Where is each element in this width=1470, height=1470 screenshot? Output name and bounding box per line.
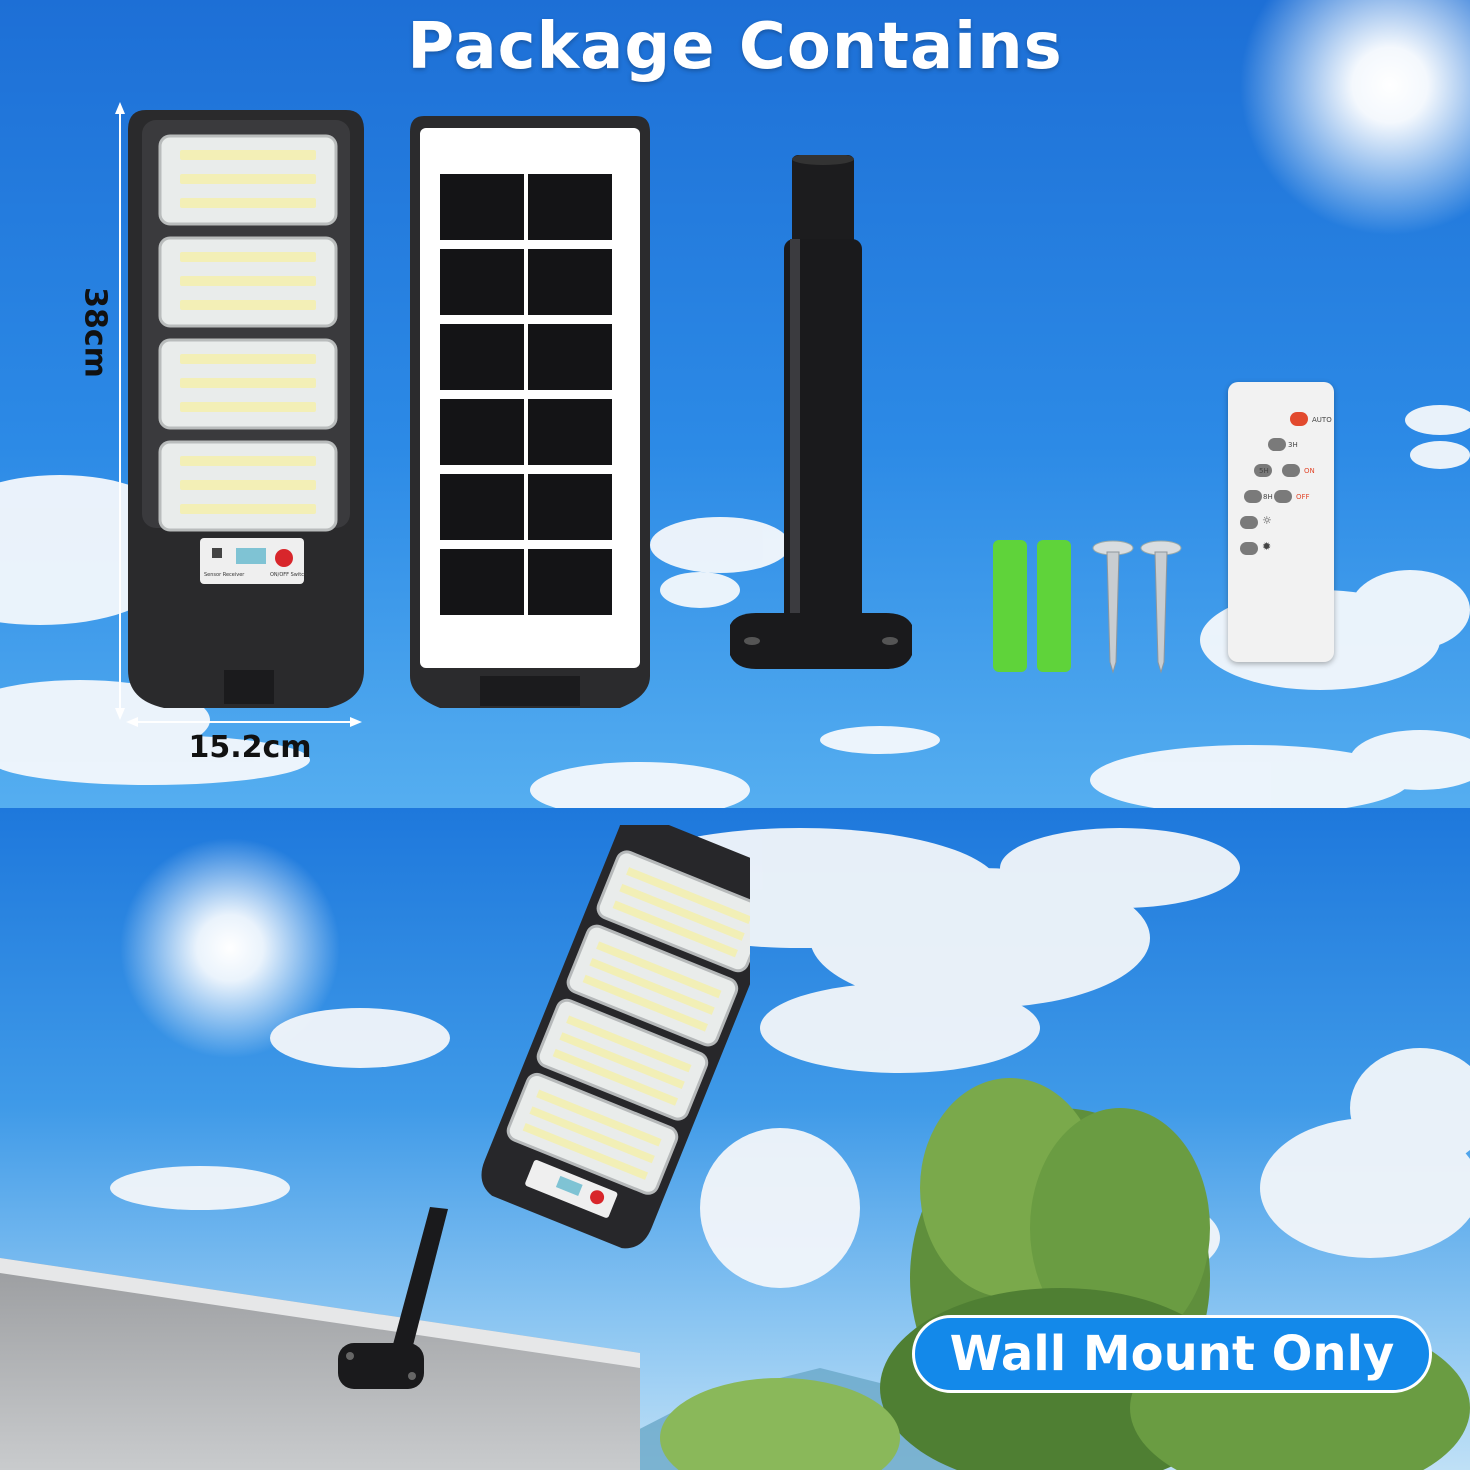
- clouds: [0, 405, 1470, 808]
- screw: [1140, 540, 1182, 674]
- brightness-down-button[interactable]: [1240, 542, 1258, 555]
- wall-bracket: [338, 1343, 424, 1389]
- sky-background: [0, 0, 1470, 808]
- sun: [1240, 0, 1470, 235]
- lamp-front-image: Sensor Receiver ON/OFF Switch: [128, 110, 364, 708]
- sun: [120, 838, 340, 1058]
- 5h-button[interactable]: [1254, 464, 1272, 477]
- mount-arm: [388, 1207, 448, 1365]
- auto-label: AUTO: [1312, 416, 1332, 424]
- display: [236, 548, 266, 564]
- wall-mount-only-badge: Wall Mount Only: [912, 1315, 1432, 1393]
- 5h-label: 5H: [1259, 467, 1269, 475]
- sun-icon: ☼: [1262, 514, 1272, 527]
- solar-cells: [440, 174, 612, 615]
- off-label: OFF: [1296, 493, 1310, 501]
- sensor-receiver: [212, 548, 222, 558]
- dimension-arrows: [115, 102, 362, 727]
- power-switch: [275, 549, 293, 567]
- sun-dim-icon: ✹: [1262, 540, 1272, 553]
- on-label: ON: [1304, 467, 1315, 475]
- 8h-button[interactable]: [1244, 490, 1262, 503]
- 3h-button[interactable]: [1268, 438, 1286, 451]
- mounting-pole-image: [730, 155, 912, 669]
- brightness-up-button[interactable]: [1240, 516, 1258, 529]
- wall-anchor: [1037, 540, 1071, 672]
- height-dimension-label: 38cm: [77, 287, 113, 378]
- anchors-and-screws-image: [993, 540, 1182, 674]
- wall-ledge-top: [0, 1258, 640, 1368]
- sensor-label: Sensor Receiver: [204, 572, 245, 578]
- wall-anchor: [993, 540, 1027, 672]
- off-button[interactable]: [1274, 490, 1292, 503]
- mounted-lamp-image: [338, 825, 750, 1389]
- 8h-label: 8H: [1263, 493, 1273, 501]
- remote-control: AUTO 3H 5H ON 8H OFF ☼ ✹: [1228, 382, 1334, 662]
- wall-ledge: [0, 1258, 640, 1470]
- switch-label: ON/OFF Switch: [270, 572, 307, 578]
- auto-button[interactable]: [1290, 412, 1308, 426]
- width-dimension-label: 15.2cm: [188, 730, 312, 765]
- led-chips: [180, 150, 316, 514]
- lamp-back-solar-image: [410, 116, 650, 708]
- on-button[interactable]: [1282, 464, 1300, 477]
- screw: [1092, 540, 1134, 674]
- 3h-label: 3H: [1288, 441, 1298, 449]
- page-title: Package Contains: [407, 10, 1063, 84]
